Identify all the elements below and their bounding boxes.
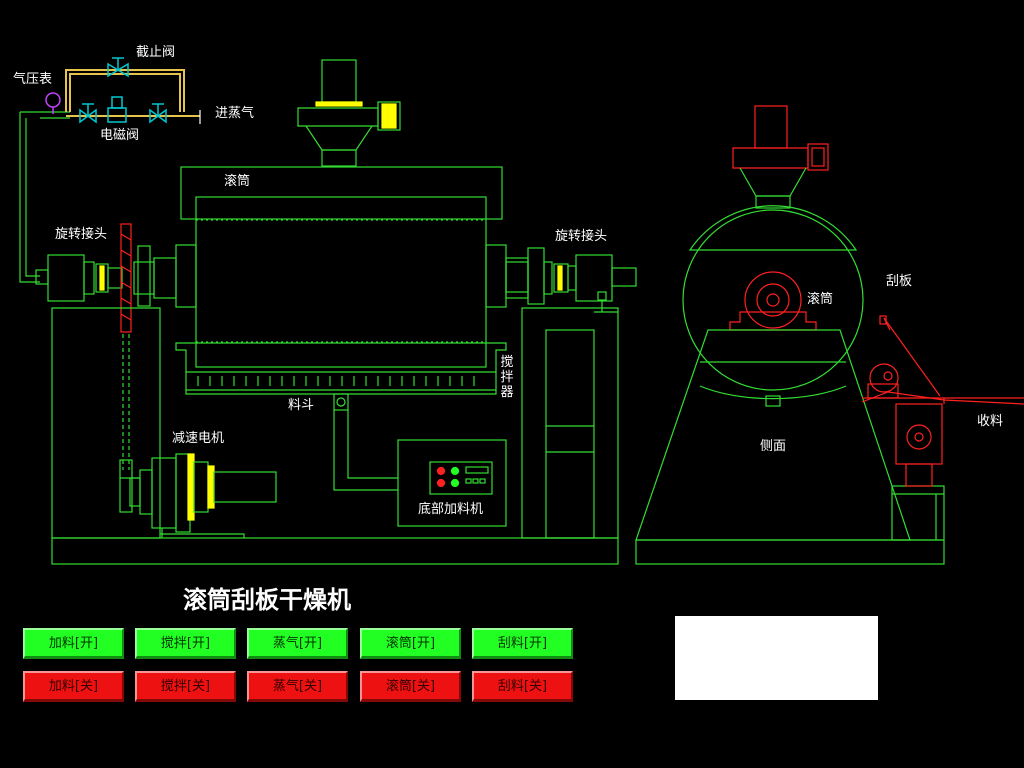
bottom-feeder	[397, 439, 507, 527]
gear-motor-label: 减速电机	[172, 431, 225, 446]
pressure-gauge-icon	[45, 92, 61, 114]
chain-wheel	[120, 223, 132, 333]
feed-on-button[interactable]: 加料[开]	[23, 628, 124, 659]
steam-inlet-label: 进蒸气	[215, 106, 255, 121]
stop-valve-icon	[107, 57, 129, 78]
side-hopper	[739, 167, 807, 209]
agitator-ticks	[197, 376, 475, 386]
agitator-label: 搅拌器	[500, 355, 514, 400]
steam-off-button[interactable]: 蒸气[关]	[247, 671, 348, 702]
pressure-gauge-label: 气压表	[13, 72, 53, 87]
steam-pipe	[19, 111, 70, 283]
bottom-feeder-label: 底部加料机	[418, 502, 484, 517]
solenoid-valve-label: 电磁阀	[100, 128, 140, 143]
steam-bypass-pipe	[65, 69, 200, 117]
scraper-label: 刮板	[886, 274, 913, 289]
rotary-joint-right-label: 旋转接头	[555, 229, 608, 244]
top-motor	[297, 59, 401, 167]
machine-frame	[51, 307, 619, 565]
scraper-assembly	[861, 315, 1024, 487]
side-drum	[682, 205, 864, 407]
drum-off-button[interactable]: 滚筒[关]	[360, 671, 461, 702]
drum-front	[175, 166, 507, 395]
rotary-joint-left	[35, 245, 155, 307]
scrape-off-button[interactable]: 刮料[关]	[472, 671, 573, 702]
side-view-label: 侧面	[760, 439, 787, 454]
hopper-label: 料斗	[288, 398, 315, 413]
stir-on-button[interactable]: 搅拌[开]	[135, 628, 236, 659]
rotary-joint-right	[505, 247, 637, 312]
drum-side-label: 滚筒	[807, 292, 834, 307]
side-top-motor	[732, 105, 829, 171]
drum-end-flanges	[153, 244, 529, 308]
rotary-joint-left-label: 旋转接头	[55, 227, 108, 242]
collect-label: 收料	[977, 414, 1004, 429]
drum-on-button[interactable]: 滚筒[开]	[360, 628, 461, 659]
status-panel	[675, 616, 878, 700]
side-frame	[635, 329, 945, 565]
scrape-on-button[interactable]: 刮料[开]	[472, 628, 573, 659]
stop-valve-label: 截止阀	[136, 45, 176, 60]
chain	[119, 334, 133, 513]
gear-motor	[120, 453, 277, 538]
stir-off-button[interactable]: 搅拌[关]	[135, 671, 236, 702]
drum-front-label: 滚筒	[224, 174, 251, 189]
steam-on-button[interactable]: 蒸气[开]	[247, 628, 348, 659]
feed-off-button[interactable]: 加料[关]	[23, 671, 124, 702]
hopper	[333, 393, 398, 491]
page-title: 滚筒刮板干燥机	[183, 586, 351, 614]
solenoid-valve-icon	[79, 96, 167, 124]
